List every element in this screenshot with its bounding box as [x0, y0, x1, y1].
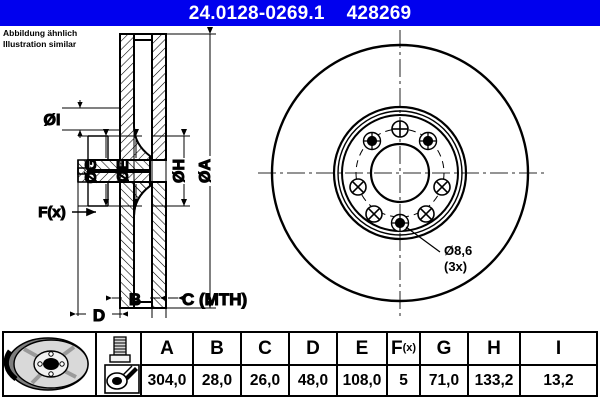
- grinding-tool-icon: [104, 364, 140, 394]
- label-fx: F(x): [38, 204, 66, 221]
- column-value: 133,2: [474, 372, 514, 389]
- hub-outer-circle-2: [337, 110, 463, 236]
- dimension-dia-A: [166, 27, 216, 309]
- column-header: G: [421, 333, 467, 366]
- illustration-note-en: Illustration similar: [3, 38, 77, 49]
- lug-hole: [391, 120, 409, 138]
- small-hole-group: [362, 131, 438, 233]
- column-header: B: [194, 333, 240, 366]
- label-dia-A: ØA: [197, 159, 214, 183]
- disc-photo-cell: [4, 333, 97, 395]
- label-hole-count: (3x): [444, 259, 467, 274]
- lug-hole: [349, 178, 367, 196]
- column-value: 304,0: [147, 372, 187, 389]
- hub-outer-circle-1: [332, 105, 468, 241]
- header-title: 24.0128-0269.1 428269: [189, 4, 412, 23]
- small-hole: [418, 131, 438, 151]
- lug-hole: [417, 205, 435, 223]
- column-value: 71,0: [428, 372, 460, 389]
- column-value: 108,0: [342, 372, 382, 389]
- column-header-main: F: [390, 338, 403, 359]
- column-header: H: [469, 333, 519, 366]
- label-dia-G: ØG: [83, 159, 100, 184]
- lug-hole: [433, 178, 451, 196]
- table-column-B: B 28,0: [194, 333, 242, 395]
- friction-ring-inner-top: [119, 33, 151, 161]
- column-value: 5: [399, 372, 408, 389]
- dimension-bottom-group: [70, 182, 184, 318]
- table-column-A: A 304,0: [142, 333, 194, 395]
- column-value: 13,2: [543, 372, 574, 389]
- column-header: C: [242, 333, 288, 366]
- header-bar: 24.0128-0269.1 428269: [0, 0, 600, 26]
- column-value: 26,0: [249, 372, 281, 389]
- hole-callout-leader: [405, 226, 441, 253]
- table-column-E: E 108,0: [338, 333, 388, 395]
- lug-hole-group: [349, 120, 451, 223]
- label-hole-diameter: Ø8,6: [444, 243, 472, 258]
- hub-center-bore: [369, 142, 431, 204]
- lug-hole: [365, 205, 383, 223]
- column-header-sub: (x): [402, 342, 417, 354]
- small-hole: [390, 213, 410, 233]
- dimension-dia-I: [62, 100, 120, 138]
- label-D: D: [93, 306, 105, 325]
- illustration-note-de: Abbildung ähnlich: [3, 28, 78, 38]
- column-header: F(x): [388, 333, 419, 366]
- centerlines: [258, 30, 545, 316]
- table-column-F: F(x) 5: [388, 333, 421, 395]
- cross-section-view: ØA ØH ØE: [38, 27, 248, 326]
- face-view: Ø8,6 (3x): [258, 30, 545, 316]
- wheel-bolt-icon: [109, 336, 131, 363]
- small-hole: [362, 131, 382, 151]
- table-column-C: C 26,0: [242, 333, 290, 395]
- table-column-D: D 48,0: [290, 333, 338, 395]
- specification-table: A 304,0 B 28,0 C 26,0 D 48,0 E 108,0 F(x…: [2, 331, 598, 397]
- label-C: C (MTH): [182, 290, 247, 309]
- column-header: E: [338, 333, 386, 366]
- label-B: B: [129, 290, 141, 309]
- table-column-H: H 133,2: [469, 333, 521, 395]
- label-dia-H: ØH: [171, 159, 188, 183]
- label-dia-I: ØI: [44, 112, 61, 129]
- column-header: D: [290, 333, 336, 366]
- friction-ring-outer-top: [151, 33, 167, 161]
- section-reference-lines: [119, 34, 167, 308]
- table-columns: A 304,0 B 28,0 C 26,0 D 48,0 E 108,0 F(x…: [142, 333, 596, 395]
- article-number: 428269: [346, 2, 412, 24]
- dimension-dia-G: [78, 129, 112, 207]
- dimension-dia-H: [152, 129, 190, 207]
- part-number: 24.0128-0269.1: [188, 2, 325, 24]
- column-value: 28,0: [201, 372, 233, 389]
- column-value: 48,0: [297, 372, 329, 389]
- disc-outer-circle: [270, 43, 530, 303]
- column-header: I: [521, 333, 596, 366]
- table-column-G: G 71,0: [421, 333, 469, 395]
- label-dia-E: ØE: [115, 159, 132, 182]
- brake-disc-photo: [4, 337, 89, 391]
- drawing-area: ØA ØH ØE: [0, 26, 600, 326]
- friction-ring-outer-bottom: [151, 181, 167, 309]
- icons-cell: [97, 333, 142, 395]
- table-column-I: I 13,2: [521, 333, 596, 395]
- column-header: A: [142, 333, 192, 366]
